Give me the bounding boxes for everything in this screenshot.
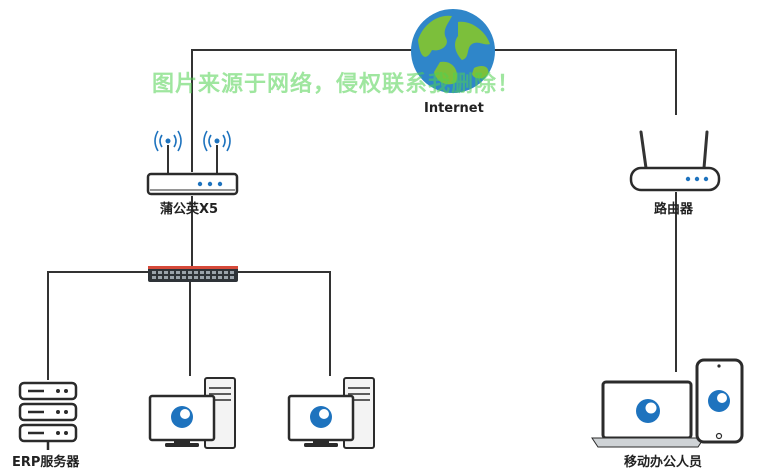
line-ap-internet [191,49,420,172]
globe-icon [411,9,495,93]
server-icon [18,381,78,450]
erp-server-label: ERP服务器 [12,455,80,470]
line-internet-router [490,49,677,115]
desktop-computer-icon [148,377,236,449]
watermark-text: 图片来源于网络，侵权联系我删除！ [152,72,521,97]
mobile-staff-label: 移动办公人员 [624,455,703,470]
ap-label: 蒲公英X5 [160,202,219,217]
desktop-computer-icon [287,377,375,449]
laptop-icon [591,380,705,448]
router-label: 路由器 [654,202,694,217]
wireless-router-icon [146,130,239,196]
connection-lines [47,49,677,380]
line-switch-pc2 [238,271,331,376]
line-switch-erp [47,271,148,380]
router-icon [629,130,721,192]
internet-label: Internet [424,101,484,116]
smartphone-icon [695,358,744,444]
network-switch-icon [148,266,238,282]
